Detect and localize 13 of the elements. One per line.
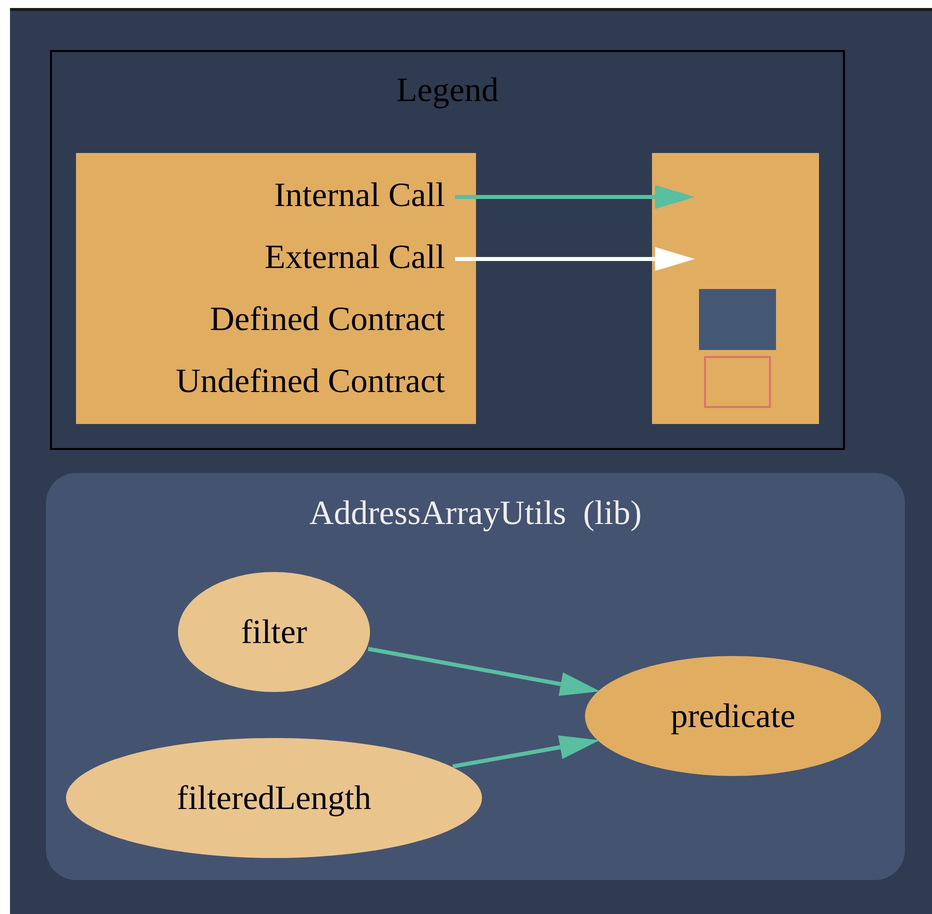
call-arrow	[452, 735, 600, 768]
legend-label: Defined Contract	[210, 303, 445, 337]
function-ellipse: filter	[178, 572, 370, 692]
call-arrow	[368, 646, 600, 696]
function-ellipse: predicate	[585, 656, 881, 776]
legend-frame	[50, 50, 845, 450]
function-ellipse: filteredLength	[66, 738, 482, 858]
library-cluster	[46, 473, 905, 880]
legend-label: External Call	[264, 241, 445, 275]
legend-label: Internal Call	[274, 179, 445, 213]
cluster-title: AddressArrayUtils (lib)	[309, 497, 642, 531]
legend-title: Legend	[396, 74, 498, 108]
legend-label: Undefined Contract	[176, 365, 445, 399]
